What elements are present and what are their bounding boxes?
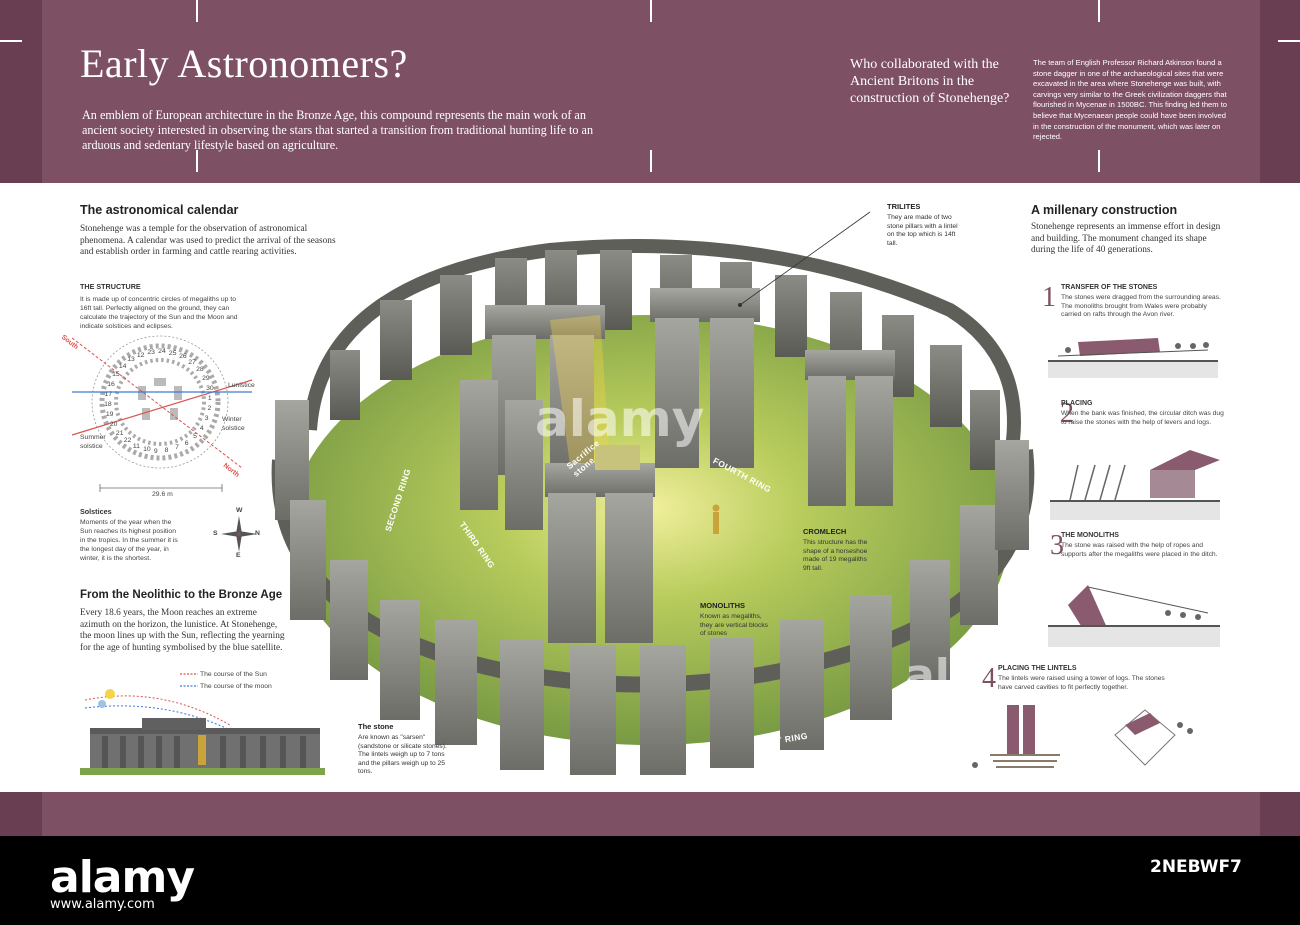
step-title: TRANSFER OF THE STONES — [1061, 284, 1158, 291]
stone-text: Are known as "sarsen" (sandstone or sili… — [358, 734, 447, 776]
header-banner — [0, 0, 1300, 183]
step3-illustration — [1048, 585, 1220, 647]
step-text: When the bank was finished, the circular… — [1061, 410, 1224, 426]
step-title: THE MONOLITHS — [1061, 532, 1119, 539]
trilites-heading: TRILITES — [887, 202, 921, 211]
stone-heading: The stone — [358, 722, 394, 731]
calendar-heading: The astronomical calendar — [80, 203, 239, 217]
step2-illustration — [1050, 450, 1220, 520]
construction-text: Stonehenge represents an immense effort … — [1031, 222, 1221, 255]
plan-winter-label: Winter solstice — [222, 416, 245, 432]
plan-number: 2 — [207, 405, 212, 413]
compass-s: S — [213, 530, 218, 537]
structure-text: It is made up of concentric circles of m… — [80, 296, 238, 330]
plan-number: 14 — [118, 363, 127, 371]
plan-summer-label: Summer solstice — [80, 434, 106, 450]
plan-number: 1 — [207, 394, 212, 402]
step-text: The stones were dragged from the surroun… — [1061, 294, 1221, 319]
plan-number: 28 — [196, 366, 204, 374]
plan-lunistice-label: Lunistice — [228, 382, 255, 389]
compass-n: N — [255, 530, 260, 537]
plan-number: 21 — [115, 429, 124, 437]
alamy-url: www.alamy.com — [50, 897, 155, 912]
plan-number: 23 — [147, 348, 155, 356]
step-number: 3 — [1050, 530, 1064, 561]
footer-band — [0, 792, 1300, 836]
plan-number: 16 — [107, 380, 115, 388]
intro-paragraph: An emblem of European architecture in th… — [82, 108, 594, 152]
plan-number: 11 — [132, 442, 140, 450]
plan-number: 25 — [168, 349, 177, 357]
stonehenge-illustration — [270, 211, 1035, 775]
compass-rose-icon — [221, 516, 257, 552]
step-text: The stone was raised with the help of ro… — [1061, 542, 1218, 558]
solstices-heading: Solstices — [80, 507, 112, 516]
solstices-text: Moments of the year when the Sun reaches… — [80, 519, 178, 562]
plan-number: 27 — [188, 358, 196, 366]
compass-w: W — [236, 507, 243, 514]
plan-scale-label: 29.6 m — [152, 491, 173, 498]
plan-number: 8 — [164, 447, 169, 455]
legend-moon: The course of the moon — [200, 683, 272, 690]
plan-number: 29 — [202, 374, 210, 382]
step-number: 2 — [1060, 398, 1074, 429]
alamy-logo: alamy — [50, 852, 195, 903]
watermark-bar — [0, 836, 1300, 925]
plan-number: 7 — [175, 444, 179, 452]
monoliths-heading: MONOLITHS — [700, 601, 745, 610]
plan-number: 9 — [153, 447, 158, 455]
center-watermark: alamy — [535, 390, 705, 448]
cromlech-text: This structure has the shape of a horses… — [803, 539, 868, 572]
step-text: The lintels were raised using a tower of… — [998, 675, 1165, 691]
plan-number: 10 — [143, 446, 151, 454]
plan-number: 18 — [104, 401, 112, 409]
plan-number: 30 — [206, 384, 214, 392]
step-number: 4 — [982, 663, 996, 694]
page-title: Early Astronomers? — [80, 41, 408, 86]
monument-sun-illustration — [80, 689, 325, 775]
legend-lines — [180, 673, 198, 687]
calendar-text: Stonehenge was a temple for the observat… — [80, 224, 336, 257]
sidebar-question: Who collaborated with the Ancient Briton… — [850, 57, 1010, 106]
step-number: 1 — [1042, 282, 1056, 313]
plan-number: 17 — [104, 390, 113, 398]
structure-heading: THE STRUCTURE — [80, 282, 141, 291]
monoliths-text: Known as megaliths, they are vertical bl… — [700, 613, 769, 638]
step4-illustration — [972, 705, 1193, 768]
plan-number: 3 — [204, 415, 209, 423]
legend-sun: The course of the Sun — [200, 671, 267, 678]
plan-number: 12 — [136, 351, 145, 359]
plan-number: 24 — [158, 348, 166, 356]
plan-number: 15 — [112, 371, 120, 379]
construction-heading: A millenary construction — [1031, 203, 1178, 217]
plan-number: 13 — [127, 356, 135, 364]
sidebar-answer: The team of English Professor Richard At… — [1033, 58, 1228, 142]
plan-number: 26 — [179, 353, 187, 361]
compass-e: E — [236, 552, 241, 559]
plan-number: 5 — [193, 432, 197, 440]
cromlech-heading: CROMLECH — [803, 527, 847, 536]
stonehenge-plan-diagram — [71, 335, 253, 492]
image-id: 2NEBWF7 — [1150, 857, 1242, 877]
plan-number: 22 — [123, 437, 132, 445]
right-watermark: alamy — [905, 650, 1054, 701]
plan-number: 6 — [184, 439, 189, 447]
trilites-text: They are made of two stone pillars with … — [887, 214, 958, 247]
step-title: PLACING — [1061, 400, 1093, 407]
plan-number: 4 — [199, 424, 204, 432]
step1-illustration — [1048, 338, 1218, 378]
neolithic-heading: From the Neolithic to the Bronze Age — [80, 589, 283, 601]
step-title: PLACING THE LINTELS — [998, 665, 1077, 672]
plan-number: 20 — [109, 421, 118, 429]
neolithic-text: Every 18.6 years, the Moon reaches an ex… — [80, 608, 285, 653]
plan-number: 19 — [105, 411, 114, 419]
